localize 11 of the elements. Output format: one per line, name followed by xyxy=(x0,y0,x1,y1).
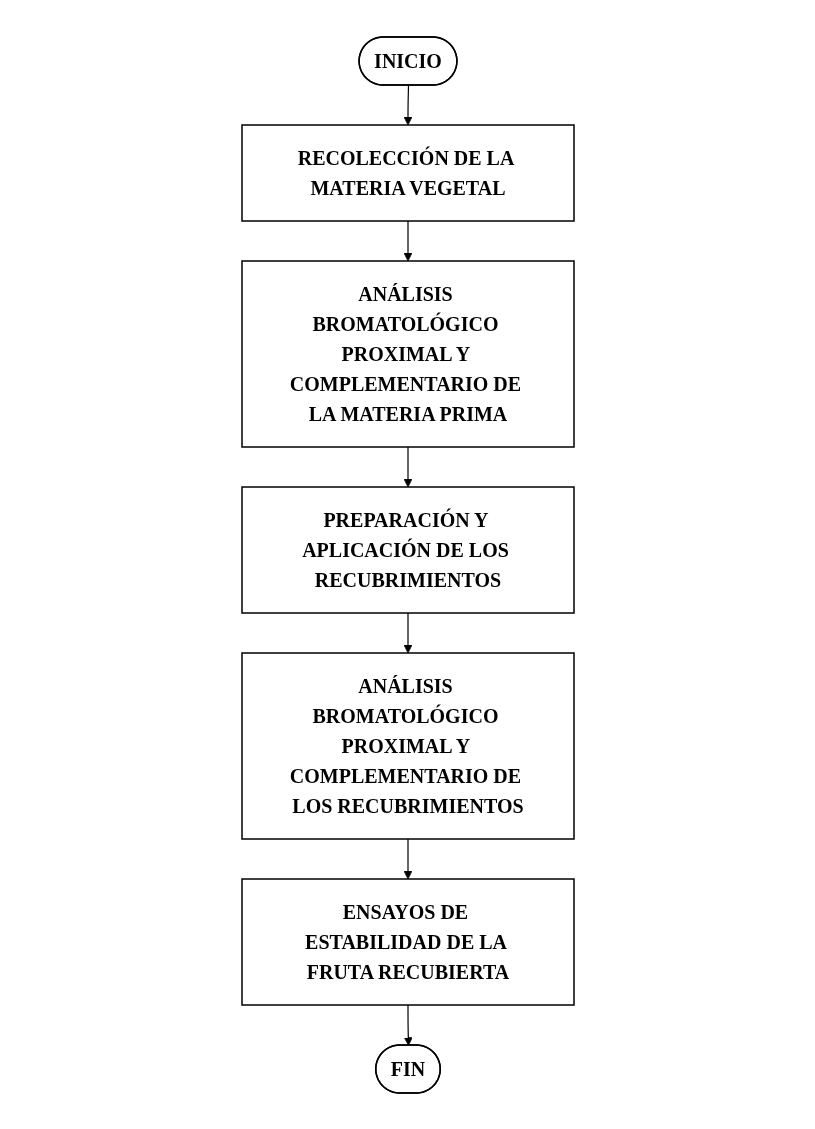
node-box: RECOLECCIÓN DE LA MATERIA VEGETAL xyxy=(240,123,575,222)
arrow xyxy=(403,445,412,487)
node-box: ANÁLISIS BROMATOLÓGICO PROXIMAL Y COMPLEMENTARIO DE LOS RECUBRIMIENTOS xyxy=(240,651,575,840)
arrow xyxy=(403,84,412,125)
arrow xyxy=(403,837,412,879)
arrow xyxy=(403,1003,413,1046)
node-box: ENSAYOS DE ESTABILIDAD DE LA FRUTA RECUBIERTA xyxy=(240,877,575,1006)
arrow xyxy=(403,611,412,653)
arrow xyxy=(403,219,412,261)
node-box: PREPARACIÓN Y APLICACIÓN DE LOS RECUBRIMIENTOS xyxy=(240,485,575,614)
node-box: ANÁLISIS BROMATOLÓGICO PROXIMAL Y COMPLEMENTARIO DE LA MATERIA PRIMA xyxy=(240,259,575,448)
